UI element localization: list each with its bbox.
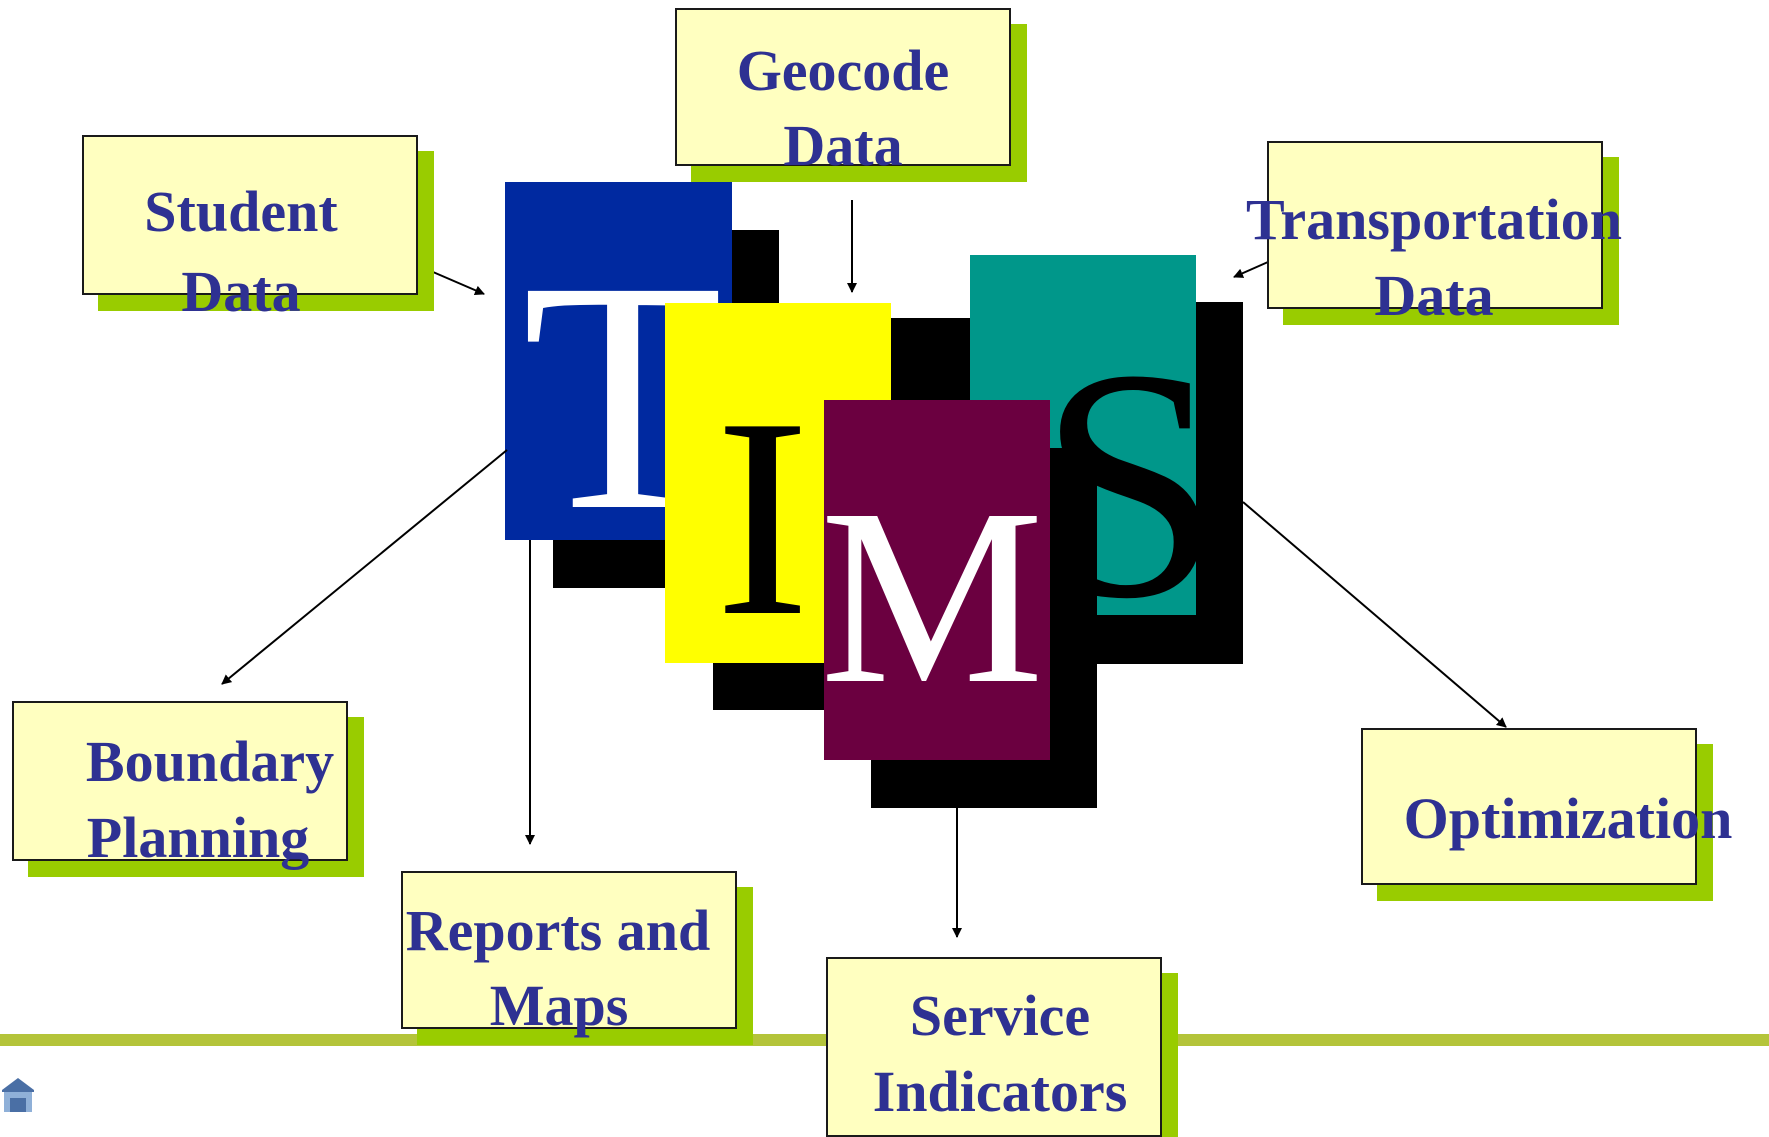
service-indicators-line2: Indicators (872, 1059, 1128, 1124)
service-indicators-line1: Service (909, 983, 1091, 1048)
geocode-data-line1: Geocode (736, 38, 950, 103)
transportation-data-line2: Data (1374, 263, 1494, 328)
transportation-data-line1: Transportation (1246, 187, 1622, 252)
boundary-planning-line1: Boundary (85, 729, 335, 794)
arrow-icon (221, 449, 508, 685)
arrow-icon (1242, 501, 1507, 728)
m-block (824, 400, 1050, 760)
house-logo-icon (2, 1078, 34, 1112)
letter-m: M (820, 456, 1045, 736)
letter-i: I (715, 359, 810, 675)
reports-and-maps-line2: Maps (489, 973, 629, 1038)
boundary-planning-line2: Planning (86, 805, 310, 870)
student-data-line2: Data (181, 259, 301, 324)
optimization-line1: Optimization (1403, 786, 1733, 851)
reports-and-maps-line1: Reports and (405, 898, 711, 963)
geocode-data-line2: Data (783, 113, 903, 178)
student-data-line1: Student (144, 179, 338, 244)
arrow-icon (432, 271, 485, 296)
arrow-icon (1233, 261, 1269, 278)
